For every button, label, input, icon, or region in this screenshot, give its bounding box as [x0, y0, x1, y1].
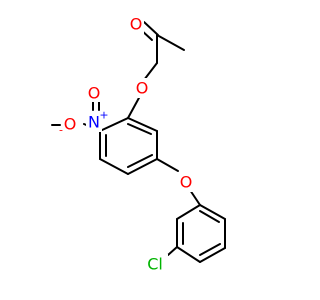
atom-o-ketone: O	[128, 14, 144, 34]
bond-ring2-c	[176, 246, 201, 263]
bond-ring2-f-inner	[199, 210, 220, 223]
atom-n-nitro: N +	[86, 109, 109, 132]
atom-o-ketone-label: O	[130, 15, 143, 34]
bond-oether-ring	[127, 95, 141, 119]
bond-ring2-d	[199, 247, 226, 263]
atom-o-nitro-double-label: O	[88, 84, 101, 103]
atom-n-nitro-charge: +	[99, 109, 108, 122]
molecule-structure: O O N + O O - O Cl	[51, 14, 226, 274]
bond-ring1-d	[127, 158, 158, 175]
atom-o-ether-2: O	[178, 172, 194, 192]
atom-o-nitro-single: O -	[59, 114, 78, 137]
atom-o-ether-1-label: O	[136, 79, 149, 98]
bond-ring1-c	[99, 158, 129, 175]
bond-oether2-ring2	[189, 189, 201, 206]
bond-ring2-f	[199, 204, 226, 220]
bond-ring1-d-inner	[127, 154, 153, 168]
atom-o-nitro-single-charge: -	[59, 124, 63, 137]
bond-ring-cl	[167, 246, 178, 256]
bond-ring2-d-inner	[199, 243, 221, 256]
atom-o-ether-2-label: O	[180, 173, 193, 192]
bond-ring1-a	[99, 117, 129, 132]
bond-ch3-carbonyl	[156, 34, 185, 51]
atom-o-nitro-double: O	[86, 84, 102, 103]
bond-ch2-oether	[143, 62, 158, 81]
atom-cl: Cl	[144, 254, 168, 274]
bond-ring2-a	[176, 204, 201, 220]
bond-ring1-f-inner	[127, 123, 152, 135]
atom-labels: O O N + O O - O Cl	[59, 14, 194, 274]
atom-o-nitro-single-label: O	[64, 115, 77, 134]
atom-cl-label: Cl	[147, 255, 163, 274]
bond-ring1-f	[127, 117, 158, 132]
bond-carbonyl-o-1	[143, 21, 159, 36]
bonds	[51, 21, 226, 263]
atom-o-ether-1: O	[134, 78, 150, 98]
bond-ring-oether2	[156, 158, 179, 172]
atom-n-nitro-label: N	[88, 113, 100, 132]
